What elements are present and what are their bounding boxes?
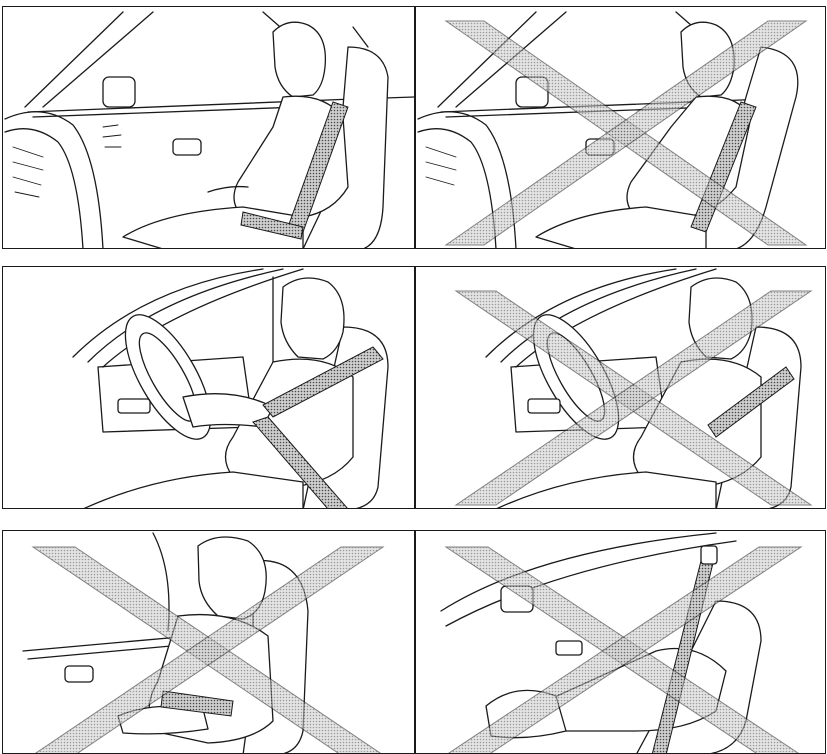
incorrect-x-mark xyxy=(416,267,826,509)
panel-seat-reclined-incorrect xyxy=(415,6,826,249)
panel-driver-belt-incorrect xyxy=(415,266,826,509)
incorrect-x-mark xyxy=(3,531,415,754)
incorrect-x-mark xyxy=(416,7,826,249)
panel-driver-belt-correct xyxy=(2,266,415,509)
panel-seat-upright-correct xyxy=(2,6,415,249)
panel-seat-fully-reclined-incorrect xyxy=(415,530,826,754)
panel-belt-twisted-incorrect xyxy=(2,530,415,754)
incorrect-x-mark xyxy=(416,531,826,754)
seat-upright-drawing xyxy=(3,7,415,249)
driver-belt-correct-drawing xyxy=(3,267,415,509)
